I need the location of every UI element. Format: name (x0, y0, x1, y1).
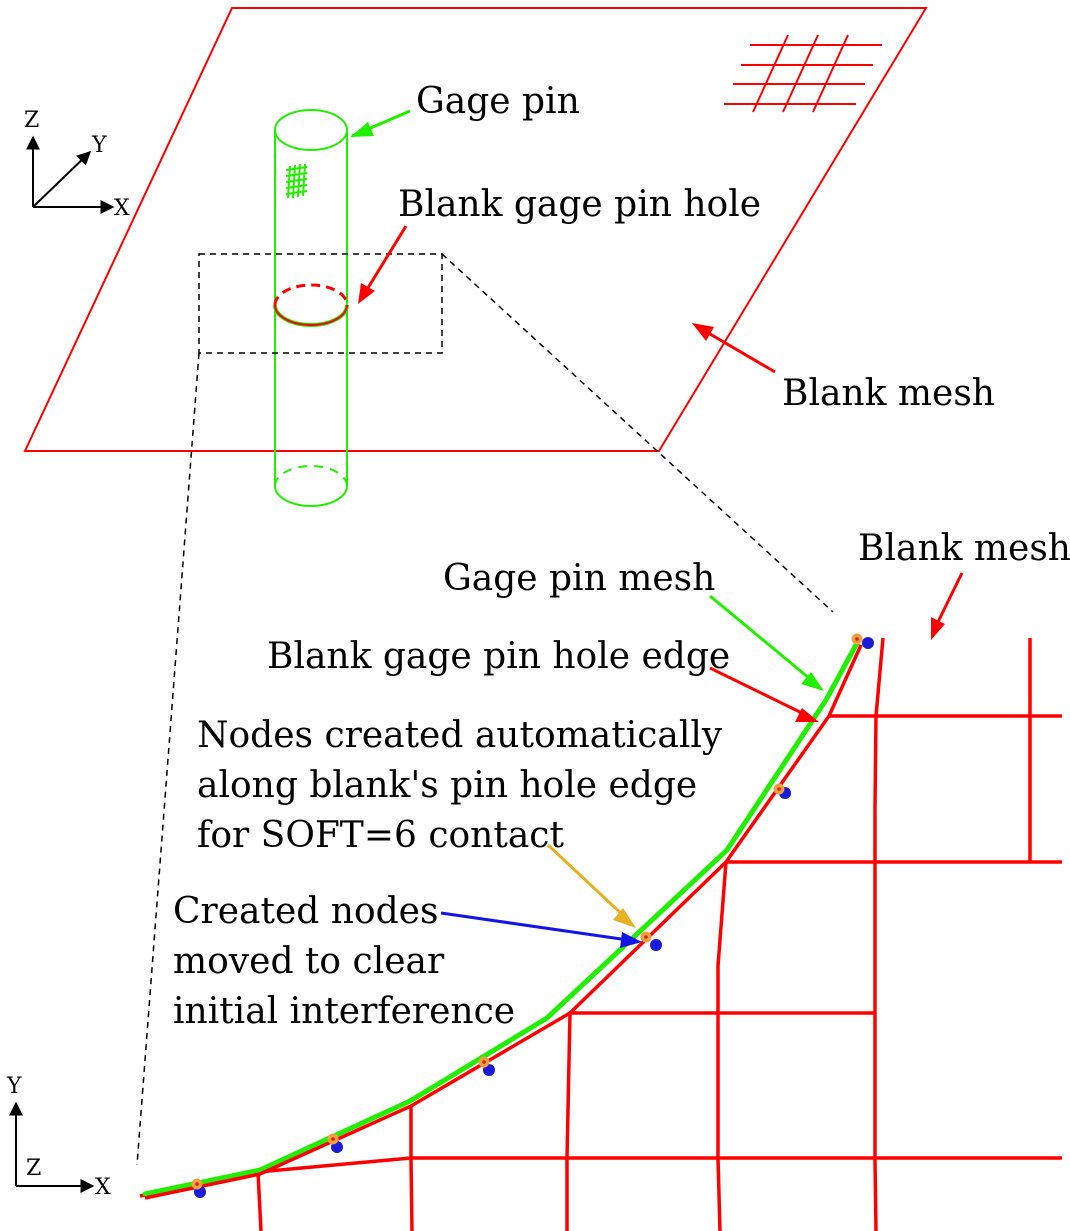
nodes-moved-line-2: moved to clear (173, 941, 445, 982)
zoom-box (198, 253, 443, 354)
axis-x-label-top: X (114, 196, 130, 221)
blank-mesh-detail-arrowhead (931, 617, 945, 640)
pin-hole-edge-arrowhead (795, 708, 819, 722)
axis-triad-icon (26, 135, 115, 214)
nodes-moved-line-1: Created nodes (173, 891, 438, 932)
pin-hole-edge-label: Blank gage pin hole edge (267, 636, 730, 677)
axis-x-label-bottom: X (95, 1175, 111, 1200)
nodes-moved-arrowhead (620, 932, 642, 948)
nodes-created-line-1: Nodes created automatically (197, 715, 723, 756)
node-marker-icon (327, 1133, 343, 1153)
blank-mesh-top-arrow (697, 325, 776, 374)
blank-sheet (23, 7, 928, 452)
pin-hole-edge-arrow (709, 666, 809, 718)
zoom-leader-left (136, 352, 200, 1166)
blank-gage-pin-hole (273, 283, 349, 327)
detail-view: Blank mesh Gage pin mesh Blank gage pin … (6, 528, 1070, 1231)
node-marker-icon (773, 783, 791, 799)
axis-triad-icon (9, 1101, 95, 1193)
node-markers (191, 633, 874, 1198)
axis-z-label-bottom: Z (26, 1156, 41, 1181)
nodes-created-line-2: along blank's pin hole edge (197, 765, 697, 806)
node-marker-icon (640, 931, 662, 951)
gage-pin-cylinder (274, 109, 348, 507)
gage-pin-mesh-label: Gage pin mesh (443, 558, 715, 599)
pin-hole-label: Blank gage pin hole (398, 184, 761, 225)
blank-mesh-detail-arrow (933, 572, 964, 629)
gage-pin-mesh-edge (142, 640, 860, 1197)
gage-pin-mesh-arrow (709, 594, 816, 685)
nodes-moved-line-3: initial interference (173, 991, 515, 1032)
pin-hole-arrow (361, 225, 408, 297)
blank-mesh-top-arrowhead (692, 323, 714, 341)
gage-pin-mesh-patch (285, 163, 308, 199)
node-marker-icon (191, 1178, 206, 1198)
blank-mesh-top-label: Blank mesh (782, 373, 995, 414)
gage-pin-label: Gage pin (416, 81, 580, 122)
zoom-leader-right (441, 253, 834, 613)
axis-y-label-top: Y (91, 133, 107, 158)
axis-z-label-top: Z (24, 108, 39, 133)
nodes-created-line-3: for SOFT=6 contact (197, 815, 564, 856)
gage-pin-mesh-arrowhead (801, 672, 824, 691)
soft6-arrowhead (613, 908, 636, 928)
blank-pin-hole-edge (144, 644, 863, 1200)
gage-pin-arrowhead (350, 122, 374, 137)
pin-hole-arrowhead (358, 283, 375, 304)
node-marker-icon (478, 1056, 495, 1076)
soft6-arrow (546, 843, 628, 920)
top-view: Gage pin Blank gage pin hole Blank mesh … (23, 7, 995, 507)
node-marker-icon (851, 633, 874, 649)
blank-mesh-detail-label: Blank mesh (858, 528, 1070, 569)
axis-y-label-bottom: Y (6, 1074, 22, 1099)
blank-mesh-patch (724, 34, 882, 113)
nodes-moved-arrow (440, 911, 629, 942)
